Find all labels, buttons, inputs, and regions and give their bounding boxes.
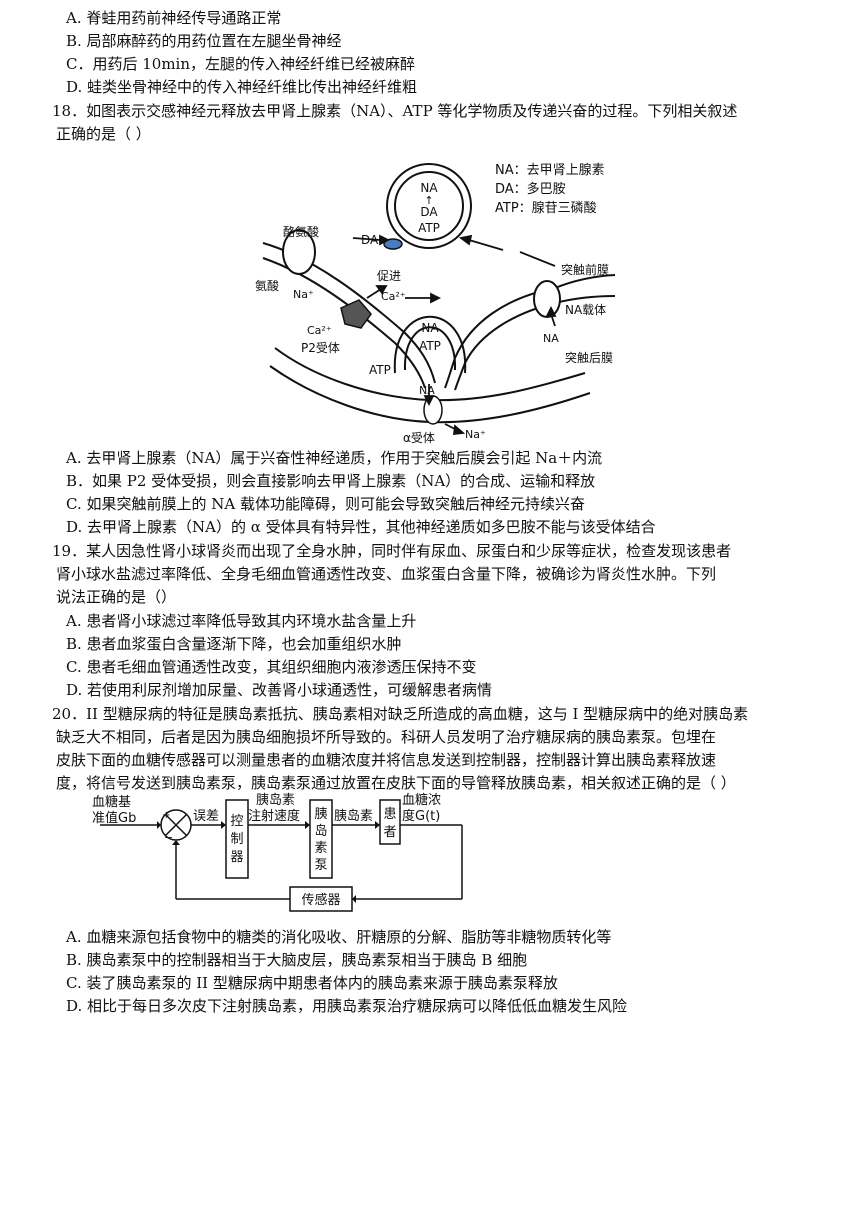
vesicle-middle bbox=[393, 315, 467, 374]
q18-option-d: D. 去甲肾上腺素（NA）的 α 受体具有特异性，其他神经递质如多巴胺不能与该受… bbox=[66, 518, 656, 536]
controller-box bbox=[225, 799, 249, 879]
synapse-figure: NA：去甲肾上腺素 DA：多巴胺 ATP：腺苷三磷酸 NA ↑ DA ATP N… bbox=[255, 163, 616, 445]
label-na-ion: Na⁺ bbox=[293, 288, 314, 301]
vesicle-top-da: DA bbox=[420, 205, 438, 219]
pump-char-3: 素 bbox=[314, 841, 327, 856]
q20-stem-line-3: 皮肤下面的血糖传感器可以测量患者的血糖浓度并将信息发送到控制器，控制器计算出胰岛… bbox=[56, 751, 717, 769]
q19-option-c: C. 患者毛细血管通透性改变，其组织细胞内液渗透压保持不变 bbox=[66, 658, 477, 676]
rate-label-1: 胰岛素 bbox=[256, 792, 295, 808]
q18-stem-line-2: 正确的是（ ） bbox=[56, 125, 151, 143]
legend-atp: ATP：腺苷三磷酸 bbox=[495, 201, 597, 216]
q20-stem-line-2: 缺乏大不相同，后者是因为胰岛细胞损坏所导致的。科研人员发明了治疗糖尿病的胰岛素泵… bbox=[56, 728, 717, 746]
q20-option-d: D. 相比于每日多次皮下注射胰岛素，用胰岛素泵治疗糖尿病可以降低低血糖发生风险 bbox=[66, 997, 628, 1015]
pump-char-4: 泵 bbox=[314, 858, 327, 873]
insulin-pump-diagram: 血糖基 准值Gb + − 误差 控 制 器 胰岛素 注射速度 胰 岛 素 泵 胰… bbox=[92, 792, 463, 912]
vesicle-top-na: NA bbox=[420, 181, 438, 195]
svg-text:↑: ↑ bbox=[424, 194, 433, 207]
label-promote: 促进 bbox=[377, 269, 401, 283]
patient-char-1: 患 bbox=[383, 807, 396, 822]
input-label-2: 准值Gb bbox=[92, 810, 136, 826]
pump-box bbox=[309, 799, 333, 879]
q19-option-b: B. 患者血浆蛋白含量逐渐下降，也会加重组织水肿 bbox=[66, 635, 402, 653]
q18-option-a: A. 去甲肾上腺素（NA）属于兴奋性神经递质，作用于突触后膜会引起 Na＋内流 bbox=[66, 449, 603, 467]
label-tyrosine-1: 酪氨酸 bbox=[283, 224, 319, 239]
label-na-carrier: NA载体 bbox=[565, 303, 606, 317]
output-label-1: 血糖浓 bbox=[402, 792, 441, 808]
q20-option-c: C. 装了胰岛素泵的 II 型糖尿病中期患者体内的胰岛素来源于胰岛素泵释放 bbox=[66, 974, 558, 992]
vesicle-top-atp: ATP bbox=[418, 221, 440, 235]
pump-char-1: 胰 bbox=[314, 807, 327, 822]
label-ca-ion-1: Ca²⁺ bbox=[381, 290, 406, 303]
label-atp-out: ATP bbox=[369, 363, 391, 377]
patient-char-2: 者 bbox=[383, 825, 396, 840]
q20-stem-line-1: 20．II 型糖尿病的特征是胰岛素抵抗、胰岛素相对缺乏所造成的高血糖，这与 I … bbox=[52, 705, 749, 723]
q17-option-c: C．用药后 10min，左腿的传入神经纤维已经被麻醉 bbox=[66, 55, 416, 73]
q19-stem-line-2: 肾小球水盐滤过率降低、全身毛细血管通透性改变、血浆蛋白含量下降，被确诊为肾炎性水… bbox=[56, 565, 717, 583]
label-tyrosine-2: 酪氨酸 bbox=[255, 278, 279, 293]
q19-option-d: D. 若使用利尿剂增加尿量、改善肾小球通透性，可缓解患者病情 bbox=[66, 681, 493, 699]
vesicle-mid-atp: ATP bbox=[419, 339, 441, 353]
controller-char-1: 控 bbox=[230, 814, 243, 829]
axon-right bbox=[554, 274, 616, 289]
insulin-label: 胰岛素 bbox=[334, 808, 373, 824]
rate-label-2: 注射速度 bbox=[248, 808, 300, 824]
arrow-tyr-da bbox=[352, 237, 381, 241]
q19-stem-line-3: 说法正确的是（） bbox=[56, 588, 177, 606]
label-na-ion-2: Na⁺ bbox=[465, 428, 486, 441]
q20-stem-line-4: 度，将信号发送到胰岛素泵，胰岛素泵通过放置在皮肤下面的导管释放胰岛素，相关叙述正… bbox=[56, 774, 736, 792]
vesicle-large bbox=[386, 163, 472, 249]
label-na-out-1: NA bbox=[419, 384, 435, 397]
na-channel bbox=[282, 229, 316, 275]
q18-option-c: C. 如果突触前膜上的 NA 载体功能障碍，则可能会导致突触后神经元持续兴奋 bbox=[66, 495, 585, 513]
plus-sign: + bbox=[162, 810, 170, 821]
q17-option-b: B. 局部麻醉药的用药位置在左腿坐骨神经 bbox=[66, 32, 342, 50]
p2-receptor bbox=[340, 299, 372, 329]
q18-stem-line-1: 18．如图表示交感神经元释放去甲肾上腺素（NA）、ATP 等化学物质及传递兴奋的… bbox=[52, 102, 738, 120]
label-post-membrane: 突触后膜 bbox=[565, 350, 613, 365]
pump-char-2: 岛 bbox=[314, 823, 327, 839]
label-pre-membrane: 突触前膜 bbox=[561, 262, 609, 277]
label-da: DA bbox=[361, 233, 379, 247]
patient-box bbox=[379, 799, 401, 845]
q17-option-a: A. 脊蛙用药前神经传导通路正常 bbox=[66, 9, 282, 27]
vesicle-mid-na: NA bbox=[421, 321, 439, 335]
da-transporter bbox=[383, 238, 403, 250]
output-label-2: 度G(t) bbox=[402, 808, 440, 824]
q18-option-b: B．如果 P2 受体受损，则会直接影响去甲肾上腺素（NA）的合成、运输和释放 bbox=[66, 472, 596, 490]
controller-char-3: 器 bbox=[230, 850, 243, 865]
label-na-out-2: NA bbox=[543, 332, 559, 345]
q19-stem-line-1: 19．某人因急性肾小球肾炎而出现了全身水肿，同时伴有尿血、尿蛋白和少尿等症状，检… bbox=[52, 542, 732, 560]
label-alpha-receptor: α受体 bbox=[403, 431, 435, 445]
q19-option-a: A. 患者肾小球滤过率降低导致其内环境水盐含量上升 bbox=[66, 612, 417, 630]
q20-option-a: A. 血糖来源包括食物中的糖类的消化吸收、肝糖原的分解、脂肪等非糖物质转化等 bbox=[66, 928, 612, 946]
presynaptic-membrane-right bbox=[444, 287, 556, 389]
arrow-recycle bbox=[468, 239, 504, 251]
minus-sign: − bbox=[164, 831, 173, 844]
label-ca-ion-2: Ca²⁺ bbox=[307, 324, 332, 337]
na-carrier bbox=[533, 280, 561, 318]
legend-na: NA：去甲肾上腺素 bbox=[495, 163, 605, 178]
q20-option-b: B. 胰岛素泵中的控制器相当于大脑皮层，胰岛素泵相当于胰岛 B 细胞 bbox=[66, 951, 528, 969]
input-label-1: 血糖基 bbox=[92, 794, 131, 810]
label-p2-receptor: P2受体 bbox=[301, 341, 340, 355]
controller-char-2: 制 bbox=[230, 832, 243, 847]
sensor-label: 传感器 bbox=[301, 892, 340, 908]
q17-option-d: D. 蛙类坐骨神经中的传入神经纤维比传出神经纤维粗 bbox=[66, 78, 418, 96]
vesicle-inner bbox=[394, 171, 464, 241]
legend-da: DA：多巴胺 bbox=[495, 181, 566, 197]
error-label: 误差 bbox=[193, 809, 219, 824]
